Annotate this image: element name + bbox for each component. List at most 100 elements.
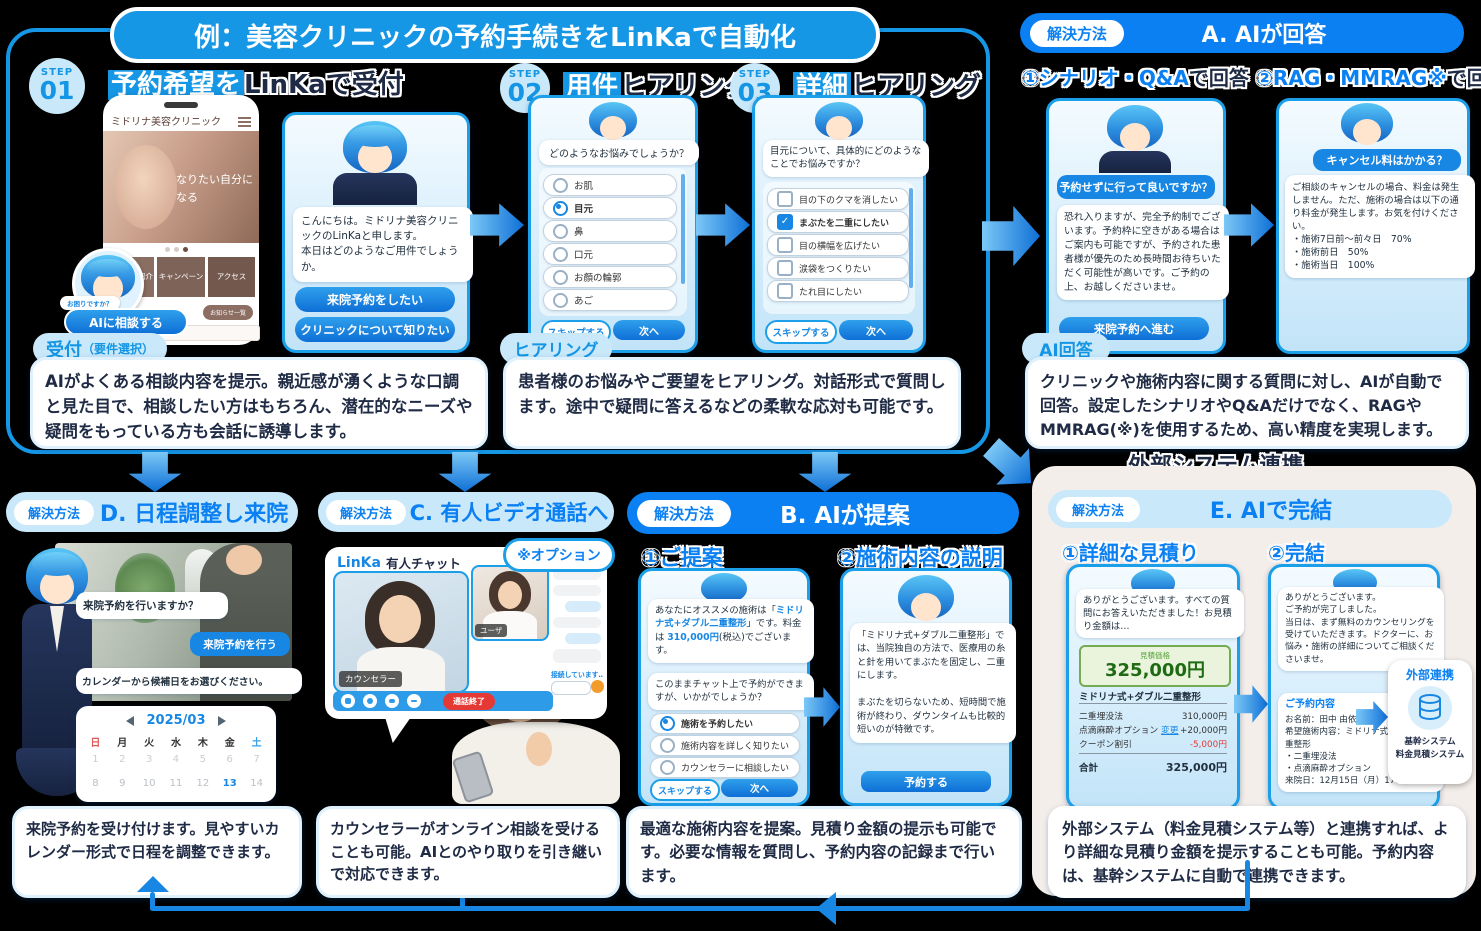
linka-message: こんにちは。ミドリナ美容クリニックのLinKaと申します。 本日はどのようなご用… [293, 207, 473, 282]
date-cell[interactable]: 11 [169, 778, 183, 789]
b-next-button[interactable]: 次へ [721, 779, 798, 797]
step2-next-button[interactable]: 次へ [613, 320, 685, 340]
radio-icon-selected[interactable] [553, 200, 568, 216]
mic-icon[interactable] [363, 694, 377, 708]
b-skip-button[interactable]: スキップする [650, 779, 720, 801]
nav-tile-campaign[interactable]: キャンペーン [157, 257, 205, 297]
checkbox-icon-checked[interactable]: ✓ [777, 214, 793, 230]
scrollbar[interactable] [681, 174, 685, 284]
weekday-wed: 水 [170, 738, 181, 749]
external-system-names: 基幹システム 料金見積システム [1388, 736, 1472, 762]
radio-icon[interactable] [553, 177, 568, 193]
date-cell[interactable]: 6 [226, 754, 233, 765]
reception-desc: AIがよくある相談内容を提示。親近感が湧くような口調と見た目で、相談したい方はも… [30, 357, 488, 449]
radio-icon[interactable] [553, 223, 568, 239]
nav-tile-access[interactable]: アクセス [208, 257, 255, 297]
sectionE-header: 解決方法 E. AIで完結 [1048, 490, 1452, 528]
explanation-message: 「ミドリナ式+ダブル二重整形」では、当院独自の方法で、医療用の糸と針を用いてまぶ… [850, 623, 1016, 743]
about-clinic-button[interactable]: クリニックについて知りたい [295, 317, 455, 342]
date-cell[interactable]: 5 [199, 754, 207, 765]
booking-procedure: 希望施術内容：ミドリナ式+ダブル二重整形 [1285, 727, 1430, 750]
radio-icon[interactable] [660, 738, 675, 753]
checkbox-icon[interactable] [777, 191, 793, 207]
linka-bangs [32, 552, 82, 576]
linka-suit [333, 173, 417, 205]
checkbox-icon[interactable] [777, 237, 793, 253]
date-cell[interactable]: 3 [145, 754, 153, 765]
option-nose[interactable]: 鼻 [543, 220, 677, 242]
ai-consult-button[interactable]: AIに相談する [64, 308, 188, 336]
calendar-next-icon[interactable] [217, 715, 226, 726]
divider [1079, 703, 1227, 704]
camera-icon[interactable] [341, 694, 355, 708]
weekday-sat: 土 [251, 738, 262, 749]
date-cell[interactable]: 4 [172, 754, 180, 765]
scrollbar[interactable] [909, 188, 913, 288]
explanation-part2: まぶたを切らないため、短時間で施術が終わり、ダウンタイムも比較的短いのが特徴です… [857, 697, 1006, 736]
option-mouth[interactable]: 口元 [543, 243, 677, 265]
cancel-fee-line1: ・施術7日前～前々日 70% [1292, 234, 1412, 246]
step1-chat-card: こんにちは。ミドリナ美容クリニックのLinKaと申します。 本日はどのようなご用… [282, 112, 473, 353]
option-double-eyelid[interactable]: ✓まぶたを二重にしたい [767, 211, 909, 233]
option-dark-circles[interactable]: 目の下のクマを消したい [767, 188, 909, 210]
option-contour[interactable]: お顔の輪郭 [543, 266, 677, 288]
step3-skip-button[interactable]: スキップする [765, 320, 837, 344]
radio-icon[interactable] [660, 760, 675, 775]
option-chin[interactable]: あご [543, 289, 677, 311]
book-button[interactable]: 予約する [861, 771, 991, 792]
feedback-loop-line [150, 906, 1250, 911]
checkbox-icon[interactable] [777, 283, 793, 299]
user-label: ユーザ [475, 624, 508, 637]
option-droopy-eyes[interactable]: たれ目にしたい [767, 280, 909, 302]
date-cell[interactable]: 12 [196, 778, 210, 789]
date-cell[interactable]: 14 [250, 778, 263, 789]
step3-next-button[interactable]: 次へ [839, 320, 913, 340]
arrow-down-to-B [798, 452, 852, 492]
sectionB-sub2: ②施術内容の説明 [838, 546, 1003, 570]
option-tear-bag[interactable]: 涙袋をつくりたい [767, 257, 909, 279]
screen-share-icon[interactable] [385, 694, 399, 708]
radio-icon[interactable] [553, 292, 568, 308]
chat-input[interactable] [551, 681, 591, 695]
radio-icon[interactable] [553, 269, 568, 285]
hamburger-menu-icon[interactable] [238, 115, 251, 129]
linka-message-text: こんにちは。ミドリナ美容クリニックのLinKaと申します。 本日はどのようなご用… [301, 215, 459, 273]
estimate-total-row: 合計 325,000円 [1079, 759, 1227, 775]
option-counselor[interactable]: カウンセラーに相談したい [650, 757, 800, 778]
row-value: 310,000円 [1181, 712, 1227, 722]
date-cell[interactable]: 8 [92, 778, 99, 789]
carousel-dots[interactable] [165, 247, 188, 252]
connector-stub-c [460, 892, 465, 910]
option-widen-eyes[interactable]: 目の横幅を広げたい [767, 234, 909, 256]
date-cell-selected[interactable]: 13 [222, 778, 237, 789]
date-cell[interactable]: 2 [119, 754, 126, 765]
more-icon[interactable] [407, 694, 421, 708]
date-cell[interactable]: 7 [253, 754, 260, 765]
option-eyes[interactable]: 目元 [543, 197, 677, 219]
reception-label-sub: （要件選択） [81, 342, 154, 356]
booking-title: ご予約内容 [1285, 699, 1335, 710]
radio-icon[interactable] [553, 246, 568, 262]
date-cell[interactable]: 10 [142, 778, 156, 789]
checkbox-icon[interactable] [777, 260, 793, 276]
option-label: 施術を予約したい [681, 720, 754, 730]
news-list-button[interactable]: お知らせ一覧 [203, 304, 253, 320]
d-bubble-answer[interactable]: 来院予約を行う [190, 632, 290, 656]
date-cell[interactable]: 9 [119, 778, 126, 789]
option-skin[interactable]: お肌 [543, 174, 677, 196]
user-video: ユーザ [471, 565, 549, 641]
total-value: 325,000円 [1165, 761, 1227, 774]
option-know-details[interactable]: 施術内容を詳しく知りたい [650, 735, 800, 756]
visit-reservation-button[interactable]: 来院予約をしたい [295, 287, 455, 312]
radio-icon-selected[interactable] [660, 716, 675, 731]
option-book-procedure[interactable]: 施術を予約したい [650, 713, 800, 734]
step2-label: STEP [508, 68, 542, 80]
estimate-system-label: 料金見積システム [1395, 749, 1465, 760]
calendar-prev-icon[interactable] [126, 715, 135, 726]
date-cell[interactable]: 1 [92, 754, 99, 765]
weekday-tue: 火 [144, 738, 155, 749]
end-call-button[interactable]: 通話終了 [443, 692, 495, 710]
change-link[interactable]: 変更 [1160, 726, 1179, 736]
send-icon[interactable] [591, 680, 604, 693]
